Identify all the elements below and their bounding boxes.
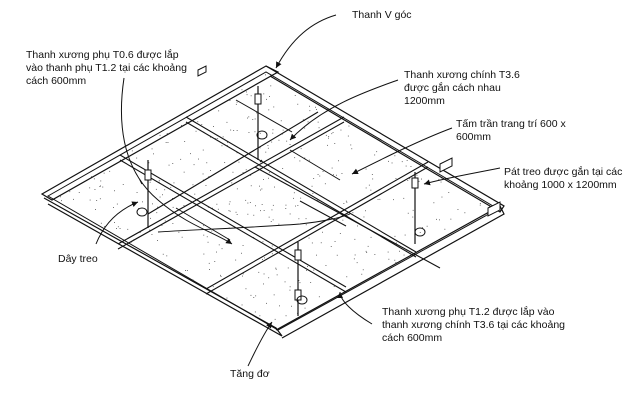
label-hanger-bracket: Pát treo được gắn tại các khoảng 1000 x …	[504, 166, 623, 191]
ceiling-surface	[46, 71, 500, 331]
label-corner-angle: Thanh V góc	[352, 9, 412, 21]
label-turnbuckle: Tăng đơ	[230, 368, 270, 380]
label-cross-tee-t12: Thanh xương phụ T1.2 được lắp vào thanh …	[382, 306, 566, 344]
leader-lines	[95, 14, 501, 367]
label-ceiling-tile: Tấm trần trang trí 600 x 600mm	[456, 118, 566, 143]
label-main-tee: Thanh xương chính T3.6 được gắn cách nha…	[404, 69, 520, 107]
label-hanger-wire: Dây treo	[58, 253, 98, 265]
short-cross-tees	[175, 99, 347, 241]
wire-loops	[136, 130, 426, 305]
hanger-brackets	[197, 65, 501, 217]
wall-angle-frame	[40, 65, 505, 339]
label-cross-tee-t06: Thanh xương phụ T0.6 được lắp vào thanh …	[26, 49, 187, 87]
wire-sag	[157, 213, 351, 233]
cross-tees	[119, 111, 441, 293]
main-tees	[117, 116, 429, 295]
turnbuckles	[144, 93, 419, 301]
